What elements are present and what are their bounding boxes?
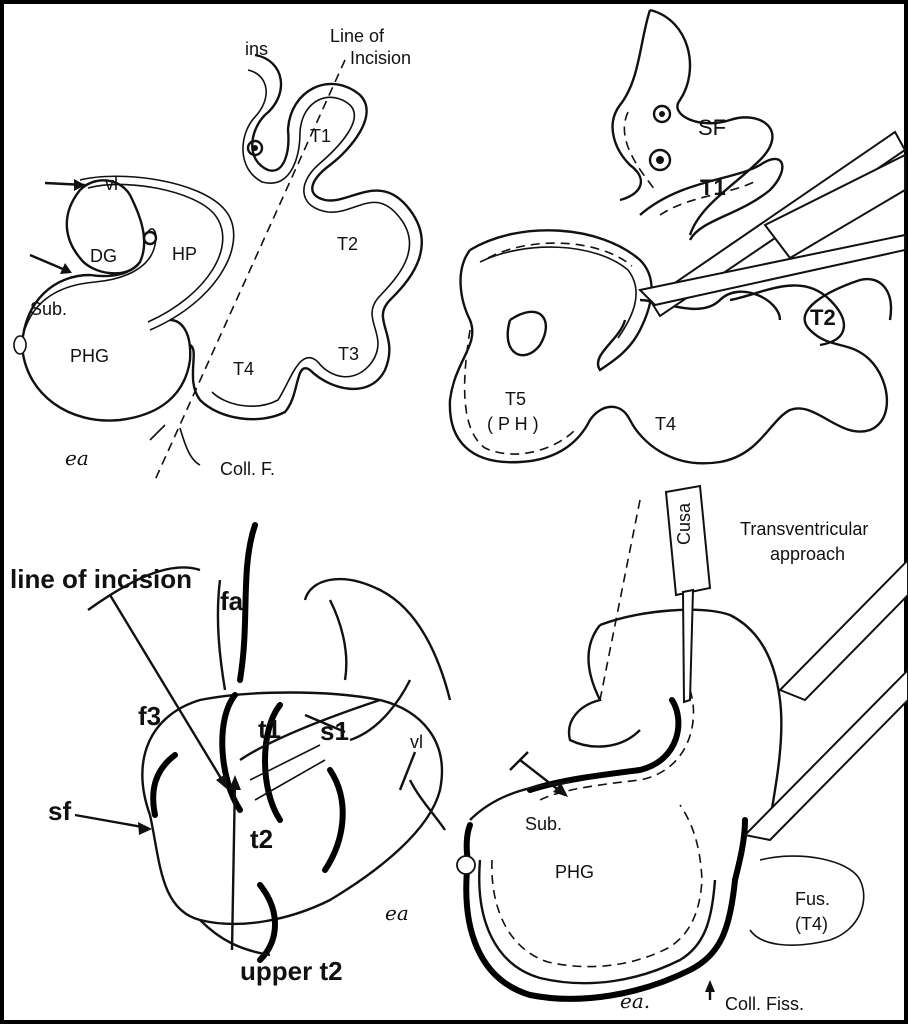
fus-label: Fus. bbox=[795, 889, 830, 909]
t1-fold-front bbox=[222, 695, 240, 810]
t5-label: T5 bbox=[505, 389, 526, 409]
vl-label: vl bbox=[105, 174, 118, 194]
signature: ea bbox=[385, 901, 409, 925]
parietal-lower bbox=[350, 680, 410, 740]
phg-dashed bbox=[492, 805, 702, 967]
sf-label: sf bbox=[48, 796, 71, 826]
upper-t2-label: upper t2 bbox=[240, 956, 343, 986]
phg-label: PHG bbox=[555, 862, 594, 882]
fimbria-oval bbox=[14, 336, 26, 354]
sf-arrow bbox=[75, 815, 148, 828]
vl-label: vl bbox=[410, 732, 423, 752]
approach-dashed bbox=[600, 500, 640, 700]
vessel-dot bbox=[252, 145, 258, 151]
dissector-instrument bbox=[640, 235, 905, 305]
arrowhead bbox=[216, 774, 228, 790]
temporal-inner-tr bbox=[480, 247, 636, 338]
collateral-fissure bbox=[150, 425, 165, 440]
dg-label: DG bbox=[90, 246, 117, 266]
incision-leader bbox=[110, 595, 225, 785]
sf-edge bbox=[153, 755, 175, 815]
coll-f-leader bbox=[180, 428, 200, 465]
panel-top-right: SF T1 T2 T5 ( P H ) T4 bbox=[450, 10, 905, 463]
temporal-block-outline bbox=[142, 693, 442, 924]
fa-label: fa bbox=[220, 586, 244, 616]
ependyma-thick bbox=[530, 700, 678, 790]
s1-label: s1 bbox=[320, 716, 349, 746]
retractor-upper bbox=[780, 560, 908, 700]
temporal-lobe-outline bbox=[190, 55, 422, 419]
subiculum-strand bbox=[22, 229, 156, 340]
vessel-circle-dg bbox=[144, 232, 156, 244]
arrowhead bbox=[705, 980, 715, 992]
f3-label: f3 bbox=[138, 701, 161, 731]
parahippocampal-outline bbox=[22, 262, 190, 421]
vessel-dot bbox=[659, 111, 665, 117]
t4-label: T4 bbox=[655, 414, 676, 434]
signature: ea bbox=[65, 446, 89, 470]
line-of-incision-label-1: Line of bbox=[330, 26, 385, 46]
ph-label: ( P H ) bbox=[487, 414, 539, 434]
sub-label: Sub. bbox=[30, 299, 67, 319]
t4-label: T4 bbox=[233, 359, 254, 379]
vessel-dot bbox=[656, 156, 664, 164]
t3-label: T3 bbox=[338, 344, 359, 364]
line-of-incision-label-2: Incision bbox=[350, 48, 411, 68]
lower-outline bbox=[200, 920, 270, 955]
hp-label: HP bbox=[172, 244, 197, 264]
panel-bottom-left: line of incision fa f3 t1 s1 vl sf t2 up… bbox=[10, 525, 450, 986]
arrowhead bbox=[138, 822, 152, 835]
superior-frontal-outline bbox=[613, 10, 773, 235]
line-of-incision-label: line of incision bbox=[10, 564, 192, 594]
ins-label: ins bbox=[245, 39, 268, 59]
t1-label: T1 bbox=[310, 126, 331, 146]
parietal-outline bbox=[305, 579, 450, 700]
sub-label: Sub. bbox=[525, 814, 562, 834]
phg-label: PHG bbox=[70, 346, 109, 366]
fimbria-circle bbox=[457, 856, 475, 874]
coll-fiss-edge bbox=[735, 820, 745, 880]
phg-outline bbox=[479, 860, 715, 983]
panel-bottom-right: Cusa Transventricular approach Sub. PHG … bbox=[457, 486, 908, 1014]
cusa-tip bbox=[683, 590, 693, 702]
ph-gyrus-tr bbox=[508, 312, 546, 355]
t1-label: t1 bbox=[258, 714, 281, 744]
t4-label: (T4) bbox=[795, 914, 828, 934]
phg-thick-upper bbox=[467, 825, 470, 860]
t2-label: T2 bbox=[810, 305, 836, 330]
sf-label: SF bbox=[698, 115, 726, 140]
parietal-sulcus bbox=[330, 600, 346, 680]
hp-fold bbox=[569, 625, 640, 747]
x-cross bbox=[510, 752, 528, 770]
approach-label: approach bbox=[770, 544, 845, 564]
transventricular-label: Transventricular bbox=[740, 519, 868, 539]
retractor-lower bbox=[745, 670, 908, 840]
cusa-label: Cusa bbox=[674, 502, 694, 545]
panel-top-left: Line of Incision ins T1 T2 T3 T4 vl DG H… bbox=[14, 26, 422, 480]
t2-label: T2 bbox=[337, 234, 358, 254]
temporal-inner-contour bbox=[212, 70, 410, 406]
hatching bbox=[250, 745, 325, 800]
t1-label: T1 bbox=[700, 175, 726, 200]
t2-label: t2 bbox=[250, 824, 273, 854]
t2-fold bbox=[325, 770, 343, 870]
signature: ea. bbox=[620, 989, 650, 1013]
coll-f-label: Coll. F. bbox=[220, 459, 275, 479]
phg-thick-outline bbox=[466, 860, 735, 999]
coll-fiss-label: Coll. Fiss. bbox=[725, 994, 804, 1014]
